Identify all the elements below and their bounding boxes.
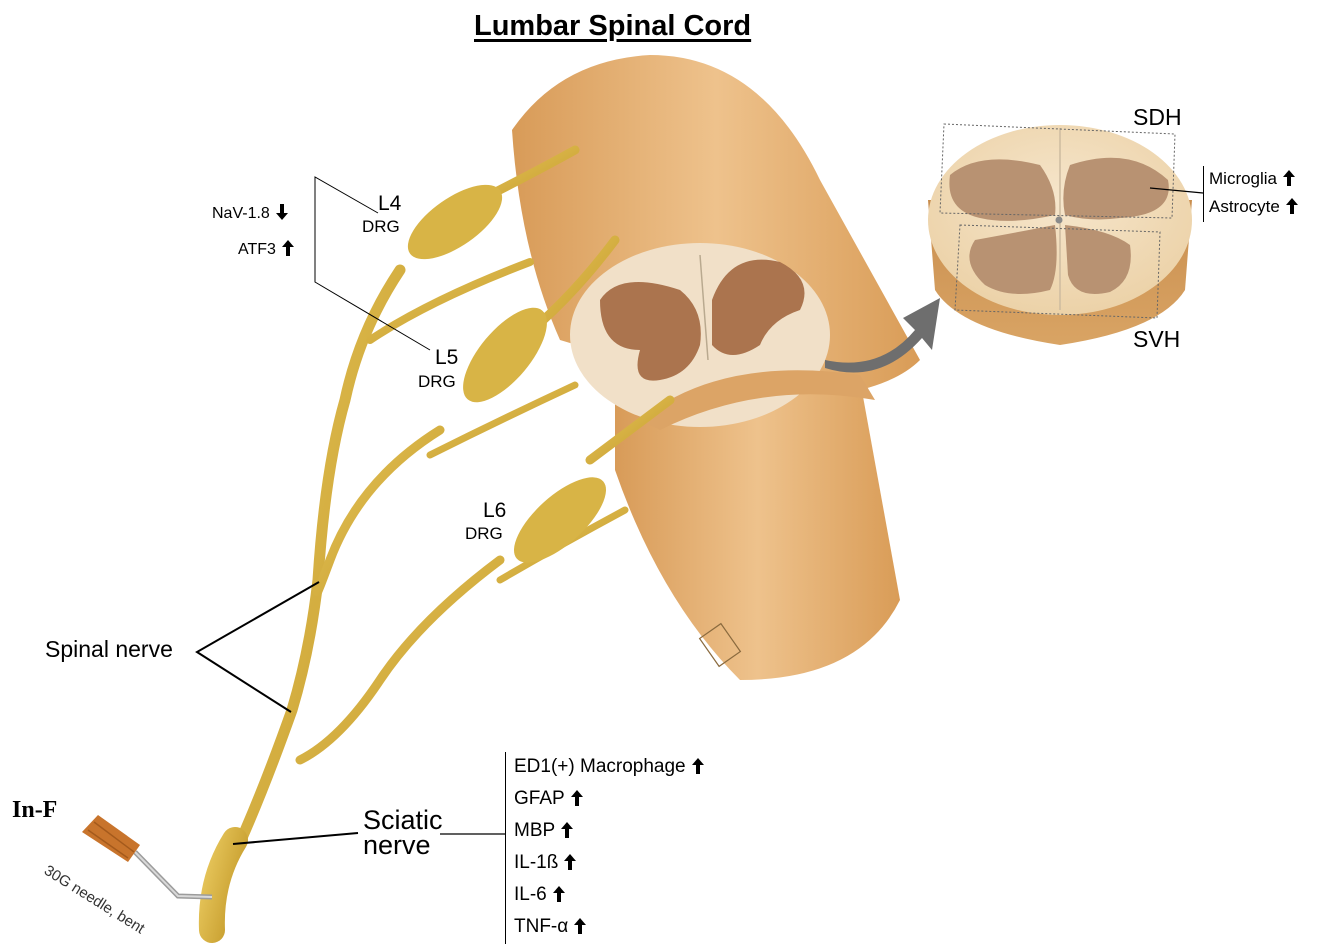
up-arrow-icon — [691, 758, 704, 774]
injection-method-label: In-F — [12, 797, 58, 823]
up-arrow-icon — [570, 790, 583, 806]
spinal-nerve-label: Spinal nerve — [45, 636, 173, 662]
up-arrow-icon — [1285, 198, 1298, 214]
marker-il1b: IL-1ß — [514, 848, 704, 880]
up-arrow-icon — [561, 822, 574, 838]
l6-ganglion — [514, 477, 606, 563]
marker-ed1-macrophage: ED1(+) Macrophage — [514, 752, 704, 784]
sciatic-label-line2: nerve — [363, 830, 431, 860]
marker-astrocyte: Astrocyte — [1209, 194, 1298, 222]
sciatic-marker-list: ED1(+) Macrophage GFAP MBP IL-1ß IL-6 TN… — [505, 752, 704, 944]
page-title: Lumbar Spinal Cord — [474, 10, 752, 42]
cross-section — [928, 123, 1192, 345]
up-arrow-icon — [552, 886, 565, 902]
marker-gfap: GFAP — [514, 784, 704, 816]
l4-drg-label: DRG — [362, 217, 400, 236]
transected-face — [570, 243, 875, 430]
l6-drg-label: DRG — [465, 524, 503, 543]
up-arrow-icon — [1283, 170, 1296, 186]
marker-mbp: MBP — [514, 816, 704, 848]
sdh-label: SDH — [1133, 104, 1182, 130]
marker-il6: IL-6 — [514, 880, 704, 912]
l6-level-label: L6 — [483, 499, 507, 522]
sciatic-label-line1: Sciatic — [363, 805, 443, 835]
needle — [82, 815, 213, 900]
up-arrow-icon — [281, 240, 294, 256]
lower-cord-segment — [615, 368, 900, 680]
cross-section-marker-list: Microglia Astrocyte — [1203, 166, 1298, 222]
drg-marker-atf3: ATF3 — [238, 240, 294, 258]
marker-tnfa: TNF-α — [514, 912, 704, 944]
l5-ganglion — [463, 307, 547, 403]
marker-microglia: Microglia — [1209, 166, 1298, 194]
l5-level-label: L5 — [435, 346, 459, 369]
up-arrow-icon — [564, 854, 577, 870]
down-arrow-icon — [275, 204, 288, 220]
up-arrow-icon — [574, 918, 587, 934]
leader-lines — [195, 176, 1204, 845]
l4-ganglion — [407, 184, 503, 260]
l5-drg-label: DRG — [418, 372, 456, 391]
curved-arrow — [825, 298, 940, 373]
nerve-tree — [198, 145, 675, 943]
drg-marker-nav18: NaV-1.8 — [212, 204, 288, 222]
l4-level-label: L4 — [378, 192, 402, 215]
svh-label: SVH — [1133, 326, 1181, 352]
artist-signature — [698, 622, 742, 668]
